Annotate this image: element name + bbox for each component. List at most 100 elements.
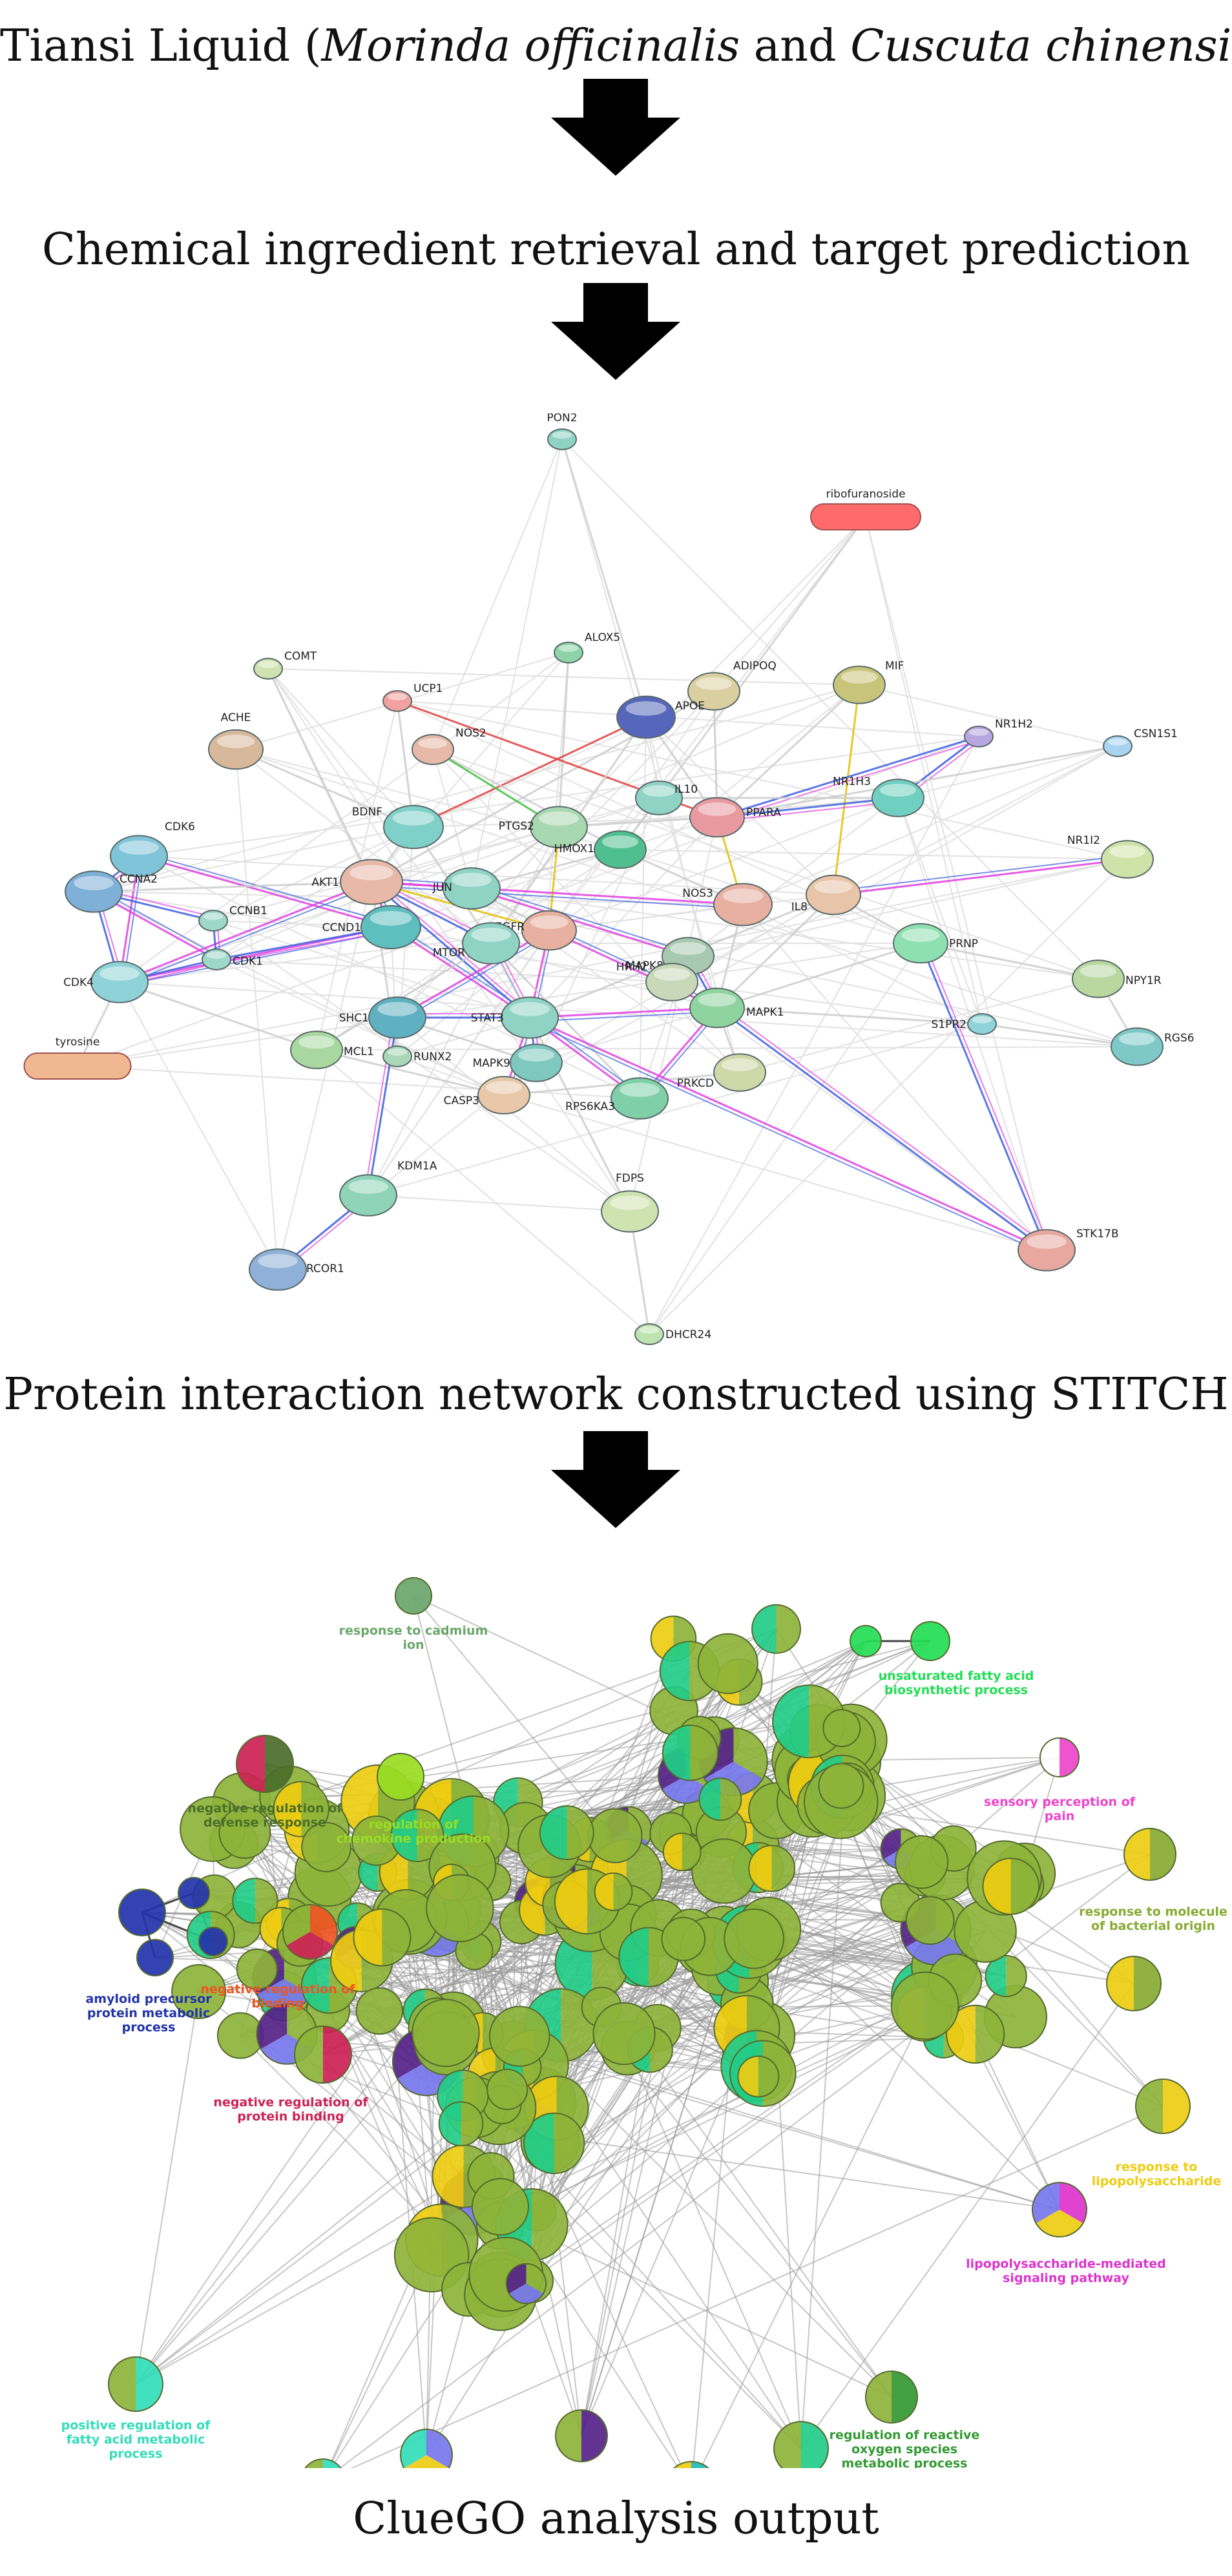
cluego-node (400, 2429, 453, 2468)
node-slice (305, 2459, 323, 2468)
stitch-edge-faint (713, 516, 866, 692)
stitch-node-mapk9: MAPK9 (472, 1043, 563, 1082)
node-highlight (350, 864, 393, 881)
stitch-edge-faint (235, 749, 492, 944)
node-slice (532, 2188, 568, 2261)
stitch-edge-faint (503, 746, 1118, 1096)
stitch-node-label: RPS6KA3 (565, 1100, 615, 1113)
stitch-edge-faint (77, 859, 1128, 1067)
stitch-edge-faint (277, 881, 372, 1270)
node-shape (510, 1043, 563, 1082)
node-slice (1163, 2079, 1190, 2133)
node-shape (967, 1013, 997, 1035)
node-slice (404, 2455, 449, 2468)
step1-prefix: Tiansi Liquid ( (0, 21, 322, 72)
stitch-edge-PON2-APOE (561, 439, 647, 718)
node-shape (382, 1045, 412, 1067)
node-shape (521, 910, 577, 951)
stitch-node-stk17b: STK17B (1018, 1228, 1119, 1272)
stitch-edge-JUN-MAPK8-parallel (472, 884, 690, 954)
cluego-edge (500, 1980, 955, 2296)
stitch-edge-faint (397, 700, 979, 737)
stitch-edge-AKT1-CDK4-parallel (120, 885, 373, 987)
node-slice (661, 1916, 706, 1962)
stitch-node-npy1r: NPY1R (1072, 959, 1162, 998)
stitch-node-label: NOS2 (455, 727, 486, 740)
stitch-edge-CCND1-CDK1-parallel (216, 930, 392, 964)
node-highlight (642, 785, 676, 797)
node-highlight (968, 728, 989, 736)
node-outline (282, 1904, 338, 1960)
stitch-edge-faint (649, 859, 1128, 1335)
stitch-edge-faint (77, 943, 921, 1067)
stitch-edge-faint (671, 981, 1047, 1251)
node-slice (749, 1845, 772, 1892)
stitch-edge-IL8-NR1I2-parallel (833, 855, 1127, 892)
stitch-edge-faint (267, 668, 860, 686)
stitch-edge-faint (119, 981, 1138, 1047)
stitch-edge-faint (213, 920, 631, 1212)
node-slice (983, 1858, 1011, 1914)
cluego-node (523, 2112, 585, 2174)
stitch-node-label: KDM1A (397, 1160, 437, 1173)
stitch-node-label: FDPS (616, 1172, 644, 1185)
stitch-node-label: MAPK1 (746, 1006, 784, 1019)
stitch-node-label: NR1H2 (995, 718, 1033, 731)
stitch-edge-CCND1-STAT3 (390, 926, 530, 1019)
stitch-node-ccna2: CCNA2 (65, 870, 158, 913)
cluego-node (662, 1724, 719, 1781)
stitch-node-mcl1: MCL1 (290, 1031, 374, 1069)
stitch-node-label: HRH2 (616, 961, 647, 974)
node-highlight (206, 951, 227, 959)
node-highlight (625, 701, 667, 716)
node-slice (554, 1869, 588, 1934)
cluego-node (301, 1821, 351, 1872)
node-outline (108, 2356, 163, 2412)
node-slice (1040, 1738, 1060, 1777)
node-slice (650, 2027, 673, 2073)
cluego-node (377, 1753, 424, 1801)
stitch-node-label: CDK1 (233, 955, 263, 968)
stitch-node-label: HMOX1 (554, 843, 594, 855)
stitch-edge-NR1H3-PPARA-parallel (717, 801, 899, 822)
cluego-node (412, 1998, 480, 2068)
node-slice (776, 1604, 800, 1653)
stitch-node-mif: MIF (833, 660, 904, 704)
stitch-edge-CCND1-CDK4-parallel (120, 930, 392, 987)
node-slice (426, 1874, 494, 1943)
node-outline (438, 2101, 484, 2146)
node-outline (186, 1911, 235, 1960)
node-shape (339, 1174, 397, 1217)
node-highlight (216, 734, 255, 748)
stitch-edge-STK17B-STAT3-parallel (528, 1020, 1045, 1255)
stitch-edge-MIF-IL8 (832, 684, 861, 895)
step3-caption: Protein interaction network constructed … (3, 1369, 1229, 1420)
cluego-node (236, 1735, 294, 1793)
node-highlight (1027, 1234, 1067, 1249)
stitch-edge-faint (138, 855, 718, 1009)
stitch-edge-EGFR-SHC1 (397, 929, 550, 1019)
cluego-node (304, 2458, 342, 2468)
node-highlight (620, 1082, 660, 1097)
node-slice (198, 1927, 228, 1956)
stitch-node-label: PON2 (547, 414, 577, 424)
cluego-node (1106, 1956, 1162, 2011)
stitch-node-label: BDNF (352, 806, 382, 819)
stitch-edge-IL8-NR1I2 (833, 858, 1128, 896)
stitch-edge-faint (649, 736, 979, 1335)
stitch-node-label: MIF (885, 660, 904, 673)
node-highlight (722, 1058, 758, 1071)
stitch-node-label: NR1I2 (1067, 834, 1100, 847)
stitch-edge-ACHE-BDNF (235, 748, 414, 828)
node-slice (690, 1725, 718, 1781)
stitch-node-label: CDK4 (63, 976, 94, 989)
node-shape (443, 867, 501, 910)
node-outline (273, 1781, 329, 1838)
stitch-edge-faint (432, 439, 563, 750)
node-slice (236, 1735, 265, 1792)
node-slice (691, 2462, 709, 2468)
stitch-edge-faint (649, 943, 921, 1335)
